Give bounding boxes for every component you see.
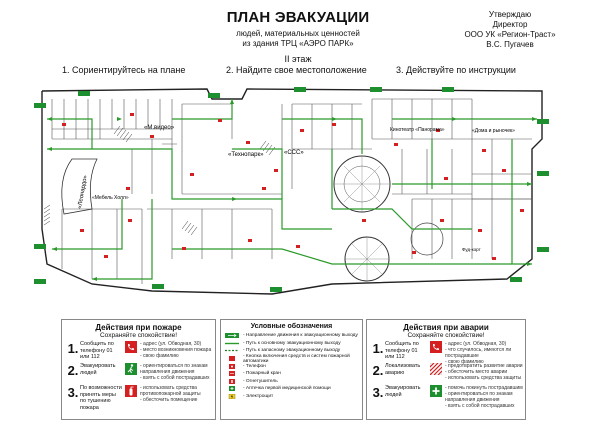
step-details: - предотвратить развитие аварии - обесто… <box>445 363 523 381</box>
phone-icon <box>430 341 442 353</box>
running-man-exit-icon <box>125 363 137 375</box>
fire-step: 2. Эвакуировать людей - ориентироваться … <box>62 363 215 385</box>
legend-text: - Телефон <box>243 363 266 369</box>
step-number: 2. <box>372 363 384 378</box>
map-label-mebel: «Мебель Холл» <box>92 195 129 201</box>
accident-step: 3. Эвакуировать людей - помочь покинуть … <box>367 385 525 409</box>
map-label-dom: «Дома и рыночек» <box>472 128 515 134</box>
east-atrium-circle <box>410 222 444 256</box>
step-action: Сообщить по телефону 01 или 112 <box>385 341 419 360</box>
legend-title: Условные обозначения <box>250 323 333 330</box>
step-details: - ориентироваться по знакам направления … <box>140 363 210 381</box>
map-label-leonardo: «Леонардо» <box>77 174 89 209</box>
approval-line: В.С. Пугачев <box>486 40 534 49</box>
accident-panel-subtitle: Сохраняйте спокойствие! <box>407 332 485 339</box>
fire-extinguisher-icon <box>229 378 235 384</box>
map-label-cinema: Кинотеатр «Панорама» <box>390 127 445 133</box>
instruction-step-2: 2. Найдите свое местоположение <box>226 65 367 75</box>
step-action: Эвакуировать людей <box>385 385 421 398</box>
legend-item: - Электрощит <box>221 393 362 401</box>
legend-item: - Путь к основному эвакуационному выходу <box>221 340 362 348</box>
legend-item: - Направление движения к эвакуационному … <box>221 332 362 340</box>
phone-icon <box>125 341 137 353</box>
floor-plan-map: «М.видео» «Технопарк» «CCC» Кинотеатр «П… <box>34 87 549 295</box>
approval-line: Директор <box>492 20 528 29</box>
legend-text: - Путь к запасному эвакуационному выходу <box>243 348 341 354</box>
step-action: Сообщить по телефону 01 или 112 <box>80 341 114 360</box>
reserve-route-line-icon <box>225 350 239 352</box>
step-number: 2. <box>67 363 79 378</box>
legend-item: - Аптечка первой медицинской помощи <box>221 385 362 393</box>
instruction-step-1: 1. Сориентируйтесь на плане <box>62 65 186 75</box>
route-arrows <box>47 99 537 281</box>
interior-walls <box>51 98 532 284</box>
step-number: 1. <box>372 341 384 356</box>
legend-item: - Кнопка включения средств и систем пожа… <box>221 353 362 364</box>
accident-step: 1. Сообщить по телефону 01 или 112 - адр… <box>367 341 525 365</box>
instruction-step-3: 3. Действуйте по инструкции <box>396 65 516 75</box>
legend-item: - Телефон <box>221 362 362 370</box>
plan-title: ПЛАН ЭВАКУАЦИИ <box>226 9 370 26</box>
fire-extinguisher-icon <box>125 385 137 397</box>
fire-panel-subtitle: Сохраняйте спокойствие! <box>99 332 178 339</box>
map-label-foodcourt: Фуд-корт <box>462 247 481 252</box>
legend-text: - Направление движения к эвакуационному … <box>243 333 358 339</box>
approval-line: ООО УК «Регион-Траст» <box>464 30 556 39</box>
legend-item: - Путь к запасному эвакуационному выходу <box>221 347 362 355</box>
step-details: - использовать средства противопожарной … <box>140 385 201 403</box>
south-atrium-spokes <box>345 237 389 281</box>
fire-equipment-markers <box>62 113 524 260</box>
fire-step: 3. По возможности принять меры по тушени… <box>62 385 215 411</box>
fire-hydrant-icon <box>229 371 235 377</box>
step-number: 3. <box>372 385 384 400</box>
atrium-spokes <box>334 156 390 212</box>
escalator-hatching <box>43 125 276 236</box>
main-route-line-icon <box>225 342 239 345</box>
plan-subtitle-line2: из здания ТРЦ «АЭРО ПАРК» <box>242 39 354 48</box>
step-number: 1. <box>67 341 79 356</box>
approval-line: Утверждаю <box>488 10 532 19</box>
legend-panel: Условные обозначения - Направление движе… <box>220 319 363 420</box>
first-aid-icon <box>430 385 442 397</box>
step-details: - помочь покинуть пострадавшим - ориенти… <box>445 385 523 409</box>
fire-actions-panel: Действия при пожаре Сохраняйте спокойств… <box>61 319 216 420</box>
map-label-ccc: «CCC» <box>284 150 304 156</box>
accident-panel-title: Действия при аварии <box>403 323 489 332</box>
step-action: По возможности принять меры по тушению п… <box>80 385 122 411</box>
legend-text: - Пожарный кран <box>243 371 281 377</box>
legend-text: - Огнетушитель <box>243 378 278 384</box>
legend-item: - Огнетушитель <box>221 378 362 386</box>
exit-signs <box>34 87 549 292</box>
leonardo-store-block <box>61 158 98 215</box>
legend-text: - Кнопка включения средств и систем пожа… <box>243 353 350 364</box>
accident-step: 2. Локализовать аварию - предотвратить р… <box>367 363 525 385</box>
warning-tape-icon <box>430 363 442 375</box>
map-label-mvideo: «М.видео» <box>144 125 175 131</box>
phone-icon <box>229 363 235 369</box>
step-action: Эвакуировать людей <box>80 363 116 376</box>
step-details: - адрес (ул. Обводная, 30) - что случило… <box>445 341 512 365</box>
legend-text: - Аптечка первой медицинской помощи <box>243 386 331 392</box>
electrical-panel-icon <box>228 394 236 400</box>
first-aid-icon <box>229 386 235 392</box>
step-action: Локализовать аварию <box>385 363 421 376</box>
fire-panel-title: Действия при пожаре <box>95 323 182 332</box>
step-number: 3. <box>67 385 79 400</box>
fire-step: 1. Сообщить по телефону 01 или 112 - адр… <box>62 341 215 363</box>
step-details: - адрес (ул. Обводная, 30) - место возни… <box>140 341 212 359</box>
legend-text: - Путь к основному эвакуационному выходу <box>243 340 341 346</box>
direction-arrow-icon <box>225 333 239 339</box>
map-label-technopark: «Технопарк» <box>228 152 264 158</box>
legend-text: - Электрощит <box>243 394 274 400</box>
floor-label: II этаж <box>284 54 312 64</box>
accident-actions-panel: Действия при аварии Сохраняйте спокойств… <box>366 319 526 420</box>
plan-subtitle-line1: людей, материальных ценностей <box>236 29 360 38</box>
legend-item: - Пожарный кран <box>221 370 362 378</box>
alarm-button-icon <box>229 356 235 362</box>
